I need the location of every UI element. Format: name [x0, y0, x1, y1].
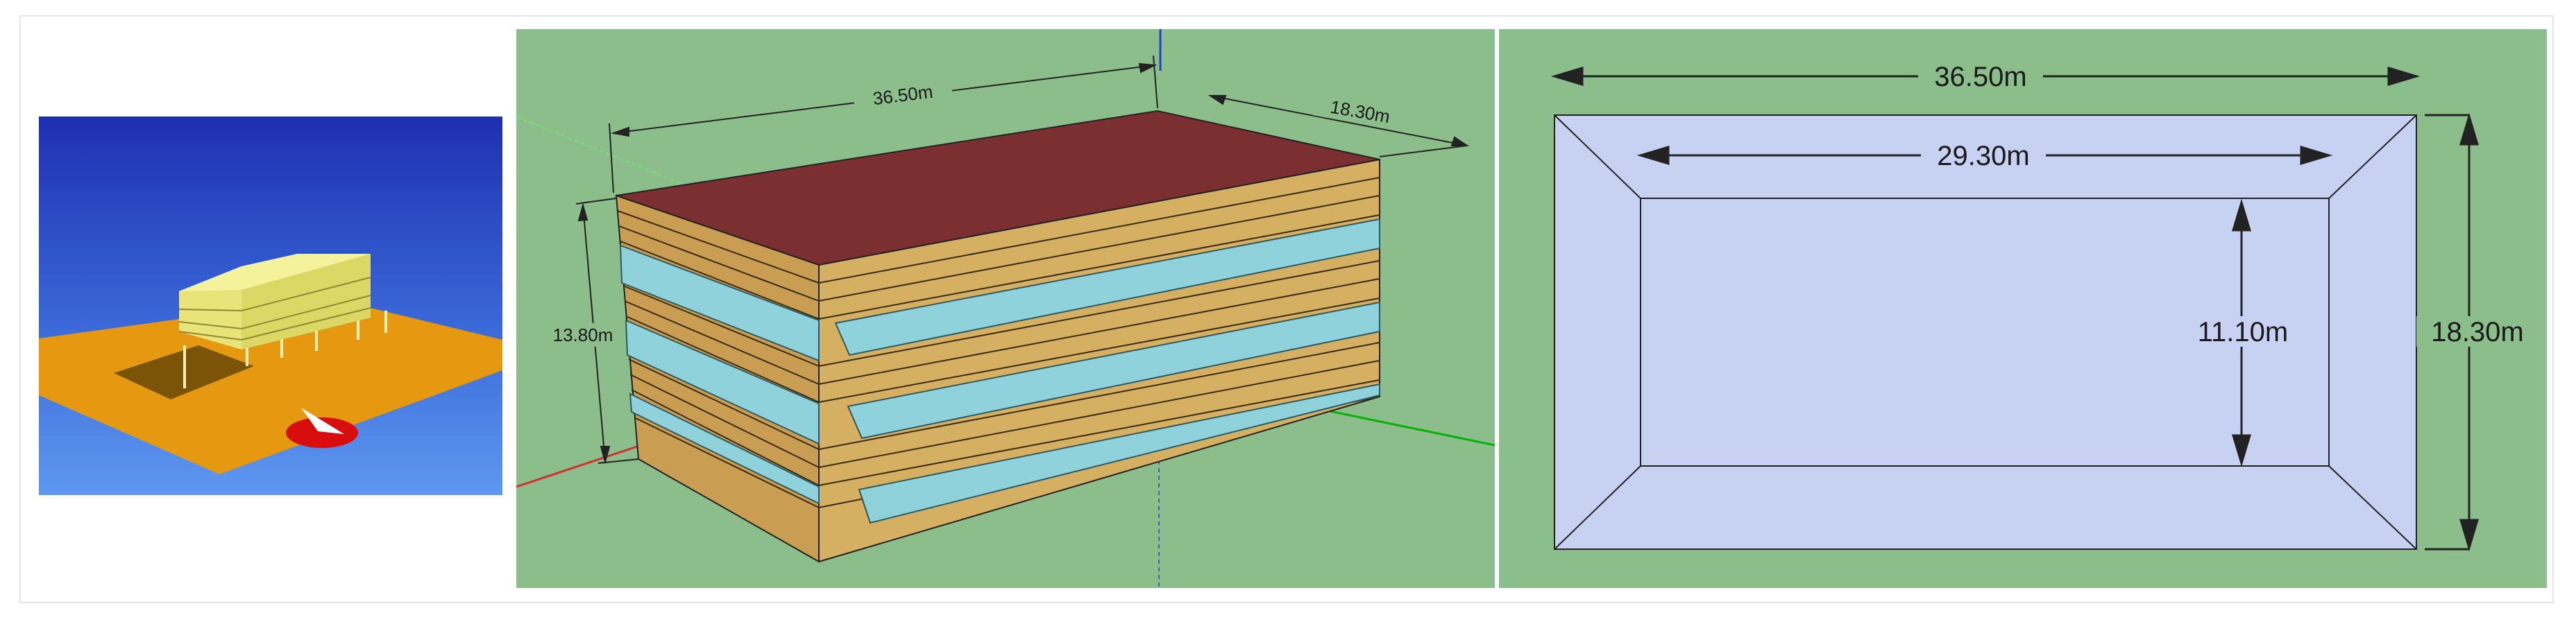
north-disc	[286, 417, 358, 448]
plan-viewport: 36.50m 29.30m 11.10m 18.30m	[1550, 61, 2537, 552]
dim-height-label: 13.80m	[553, 325, 613, 345]
inner-width-label: 11.10m	[2198, 317, 2288, 347]
dim-length-label: 36.50m	[872, 81, 934, 109]
model-3d-viewport: 36.50m 18.30m 13.80m	[516, 29, 1495, 588]
inner-length-label: 29.30m	[1937, 141, 2029, 171]
roof	[616, 110, 1380, 266]
site-render-panel	[39, 116, 502, 495]
building-massing	[178, 254, 371, 349]
outer-width-label: 18.30m	[2431, 317, 2523, 347]
model-3d-panel: 36.50m 18.30m 13.80m	[516, 29, 1495, 588]
plan-view-panel: 36.50m 29.30m 11.10m 18.30m	[1499, 29, 2547, 588]
axis-red	[516, 444, 642, 488]
site-render-image	[39, 116, 502, 495]
north-arrow-icon	[301, 408, 344, 434]
ground-plate	[39, 298, 502, 474]
axis-green-dashed	[516, 116, 684, 185]
glazing-band	[847, 301, 1380, 440]
building-model	[615, 110, 1380, 563]
dimension-width	[1208, 95, 1470, 157]
glazing-band	[858, 383, 1380, 524]
glazing-band	[834, 218, 1380, 356]
building-columns	[183, 311, 387, 388]
outer-length-label: 36.50m	[1934, 62, 2026, 92]
plan-hip-lines	[1554, 114, 2417, 550]
